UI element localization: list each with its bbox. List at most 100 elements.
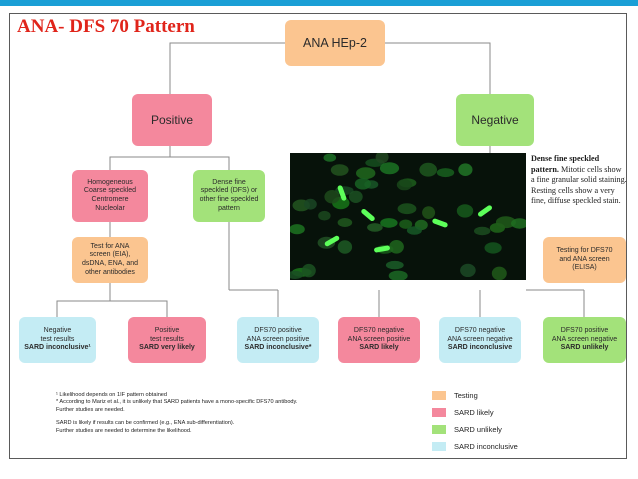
interphase-cell bbox=[385, 260, 404, 270]
test-ana-node: Test for ANA screen (EIA), dsDNA, ENA, a… bbox=[72, 237, 148, 283]
node-line: DFS70 positive bbox=[560, 327, 609, 335]
interphase-cell bbox=[406, 226, 422, 235]
caption-bold: Dense fine speckled pattern. bbox=[531, 154, 600, 174]
positive-node: Positive bbox=[132, 94, 212, 146]
caption-text: Mitotic cells show a fine granular solid… bbox=[531, 164, 627, 206]
ana-hep2-node: ANA HEp-2 bbox=[285, 20, 385, 66]
interphase-cell bbox=[323, 153, 337, 162]
interphase-cell bbox=[422, 206, 436, 219]
top-accent-bar bbox=[0, 0, 638, 6]
outcome-verdict: SARD unlikely bbox=[560, 344, 609, 352]
outcome-verdict: SARD very likely bbox=[139, 344, 195, 352]
footnote-line: SARD is likely if results can be confirm… bbox=[56, 420, 235, 427]
interphase-cell bbox=[318, 210, 331, 221]
legend-label: SARD inconclusive bbox=[454, 442, 518, 451]
interphase-cell bbox=[337, 240, 353, 254]
node-line: Test for ANA bbox=[90, 242, 130, 250]
testing-dfs70-node: Testing for DFS70 and ANA screen (ELISA) bbox=[543, 237, 626, 283]
node-line: Testing for DFS70 bbox=[556, 247, 613, 255]
footnote-line: * According to Mariz et al., it is unlik… bbox=[56, 399, 298, 406]
node-line: other fine speckled bbox=[199, 196, 259, 203]
outcome-dfs70-neg-ana-pos: DFS70 negative ANA screen positive SARD … bbox=[338, 317, 420, 363]
node-line: Centromere bbox=[91, 196, 129, 203]
node-line: and ANA screen bbox=[559, 255, 610, 263]
node-line: ANA screen negative bbox=[551, 335, 618, 343]
node-line: DFS70 positive bbox=[254, 327, 302, 335]
footnote-line: ¹ Likelihood depends on 1IF pattern obta… bbox=[56, 392, 168, 398]
negative-node: Negative bbox=[456, 94, 534, 146]
node-line: DFS70 negative bbox=[454, 327, 506, 335]
node-line: ANA screen negative bbox=[447, 335, 513, 343]
node-line: (ELISA) bbox=[572, 264, 597, 272]
micrograph-cells bbox=[290, 153, 526, 280]
mitotic-cell bbox=[324, 235, 340, 247]
outcome-verdict: SARD likely bbox=[359, 344, 399, 352]
interphase-cell bbox=[389, 240, 404, 254]
interphase-cell bbox=[491, 266, 507, 280]
interphase-cell bbox=[301, 263, 316, 278]
node-line: screen (EIA), bbox=[89, 251, 131, 259]
node-line: Coarse speckled bbox=[83, 187, 137, 195]
node-line: ANA screen positive bbox=[246, 335, 310, 343]
homogeneous-patterns-node: Homogeneous Coarse speckled Centromere N… bbox=[72, 170, 148, 222]
outcome-positive-results: Positive test results SARD very likely bbox=[128, 317, 206, 363]
outcome-negative-results: Negative test results SARD inconclusive¹ bbox=[19, 317, 96, 363]
interphase-cell bbox=[456, 204, 474, 218]
interphase-cell bbox=[290, 270, 304, 279]
legend-swatch bbox=[432, 391, 446, 400]
interphase-cell bbox=[388, 270, 408, 280]
mitotic-cell bbox=[374, 245, 390, 253]
legend-label: Testing bbox=[454, 391, 478, 400]
interphase-cell bbox=[290, 224, 305, 235]
footnote-line: Further studies are needed. bbox=[56, 406, 125, 413]
interphase-cell bbox=[396, 179, 412, 191]
interphase-cell bbox=[495, 216, 516, 229]
mitotic-cell bbox=[432, 218, 448, 228]
ana-hep2-label: ANA HEp-2 bbox=[303, 36, 367, 50]
interphase-cell bbox=[380, 218, 398, 228]
dfs-pattern-micrograph bbox=[290, 153, 526, 280]
interphase-cell bbox=[367, 223, 383, 232]
mitotic-cell bbox=[337, 185, 347, 201]
interphase-cell bbox=[356, 167, 376, 180]
interphase-cell bbox=[484, 242, 502, 254]
interphase-cell bbox=[375, 153, 389, 164]
interphase-cell bbox=[511, 218, 526, 229]
node-line: dsDNA, ENA, and bbox=[81, 260, 139, 267]
node-line: ANA screen positive bbox=[347, 335, 411, 343]
outcome-verdict: SARD inconclusive¹ bbox=[24, 344, 91, 352]
node-line: DFS70 negative bbox=[353, 327, 405, 335]
interphase-cell bbox=[324, 190, 340, 204]
node-line: Positive bbox=[154, 327, 180, 335]
interphase-cell bbox=[348, 190, 363, 203]
interphase-cell bbox=[354, 178, 371, 190]
mitotic-cell bbox=[361, 208, 375, 222]
node-line: Dense fine bbox=[212, 178, 246, 186]
mitotic-cell bbox=[477, 205, 493, 217]
node-line: Nucleolar bbox=[95, 204, 125, 212]
slide-frame bbox=[9, 13, 627, 459]
legend-swatch bbox=[432, 408, 446, 417]
legend-swatch bbox=[432, 425, 446, 434]
outcome-verdict: SARD inconclusive* bbox=[244, 344, 312, 352]
footnotes: ¹ Likelihood depends on 1IF pattern obta… bbox=[56, 392, 416, 435]
interphase-cell bbox=[436, 168, 455, 178]
legend-swatch bbox=[432, 442, 446, 451]
outcome-dfs70-pos-ana-neg: DFS70 positive ANA screen negative SARD … bbox=[543, 317, 626, 363]
negative-label: Negative bbox=[471, 113, 519, 127]
legend-label: SARD likely bbox=[454, 408, 494, 417]
dense-fine-speckled-node: Dense fine speckled (DFS) or other fine … bbox=[193, 170, 265, 222]
footnote-line: Further studies are needed to determine … bbox=[56, 427, 192, 434]
outcome-dfs70-neg-ana-neg: DFS70 negative ANA screen negative SARD … bbox=[439, 317, 521, 363]
legend-label: SARD unlikely bbox=[454, 425, 502, 434]
node-line: test results bbox=[40, 335, 75, 343]
slide-title: ANA- DFS 70 Pattern bbox=[17, 16, 195, 37]
outcome-dfs70-pos-ana-pos: DFS70 positive ANA screen positive SARD … bbox=[237, 317, 319, 363]
node-line: test results bbox=[150, 335, 184, 343]
node-line: speckled (DFS) or bbox=[200, 187, 258, 195]
interphase-cell bbox=[458, 163, 473, 176]
interphase-cell bbox=[397, 203, 417, 215]
node-line: Negative bbox=[43, 327, 72, 335]
node-line: Homogeneous bbox=[87, 178, 133, 186]
